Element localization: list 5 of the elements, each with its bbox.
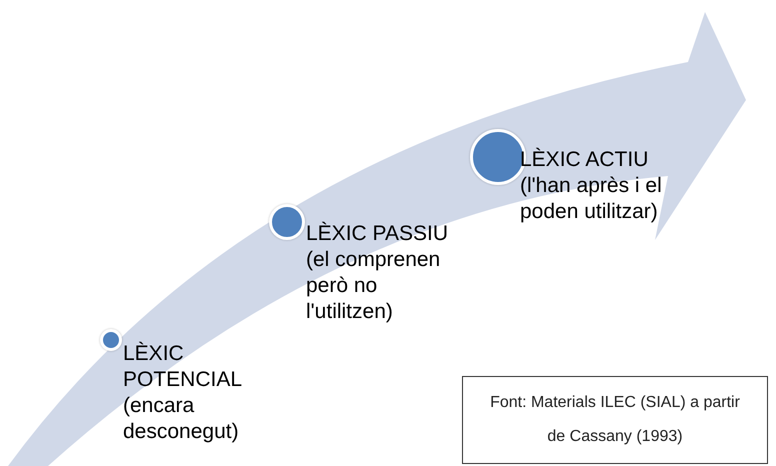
stage-label: LÈXIC PASSIU (el comprenen però no l'utilitzen)	[306, 221, 449, 325]
source-note: Font: Materials ILEC (SIAL) a partir de Cassany (1993)	[490, 393, 740, 447]
stage-label: LÈXIC POTENCIAL (encara desconegut)	[123, 341, 242, 445]
stage-label: LÈXIC ACTIU (l'han après i el poden utilitzar)	[520, 147, 663, 225]
source-box	[462, 376, 768, 464]
